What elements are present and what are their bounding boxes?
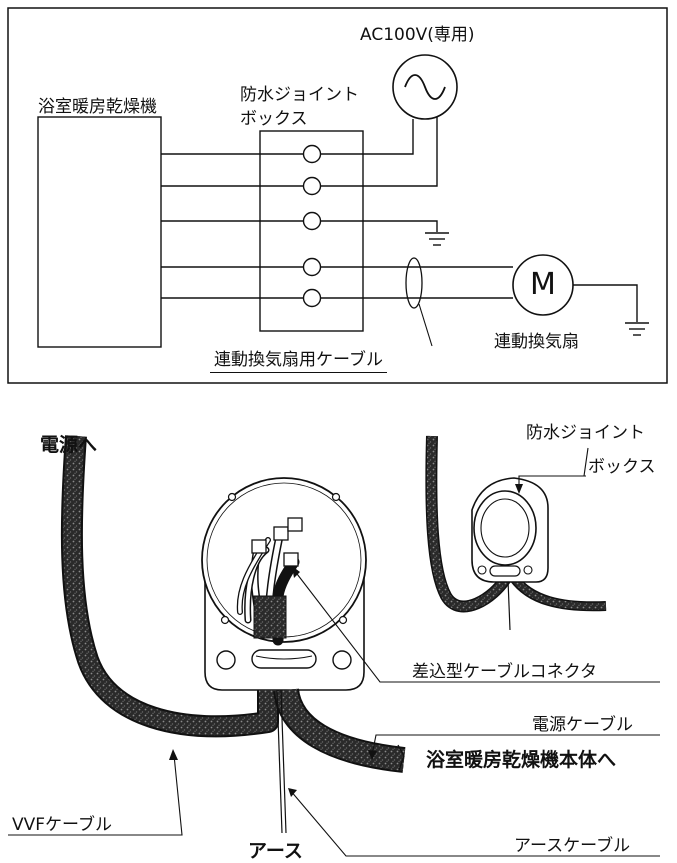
vvf-cable-label: VVFケーブル	[12, 815, 113, 835]
diagram-frame	[7, 7, 668, 384]
fan-cable-label: 連動換気扇用ケーブル	[210, 345, 387, 373]
illustration-junction-label-line1: 防水ジョイント	[526, 423, 645, 443]
small-junction-box	[471, 477, 549, 583]
fan-motor-symbol: M	[530, 267, 556, 302]
ac-source-label: AC100V(専用)	[360, 25, 475, 45]
ac-sine-icon	[404, 74, 446, 100]
earth-wire	[276, 689, 287, 834]
junction-box	[259, 130, 364, 332]
heater-unit-box	[37, 116, 162, 348]
earth-label: アース	[248, 840, 303, 862]
to-power-label: 電源へ	[40, 434, 98, 456]
fan-cable-bundle-marker	[405, 257, 423, 309]
earth-cable-label: アースケーブル	[514, 836, 631, 856]
cable-connectors	[251, 517, 303, 567]
junction-box-label-line1: 防水ジョイント	[240, 85, 359, 105]
illustration-junction-label-line2: ボックス	[588, 457, 656, 477]
wires-box-to-devices	[321, 112, 513, 299]
fan-label: 連動換気扇	[494, 332, 579, 352]
heater-unit-label: 浴室暖房乾燥機	[38, 97, 157, 117]
ground-symbol-junction	[425, 232, 449, 246]
to-heater-body-label: 浴室暖房乾燥機本体へ	[426, 749, 617, 771]
leader-lines	[8, 447, 660, 857]
wires-heater-to-box	[161, 153, 303, 299]
power-cable-label: 電源ケーブル	[532, 715, 633, 735]
junction-box-label-line2: ボックス	[240, 109, 308, 129]
terminal-circles	[302, 144, 322, 308]
connector-label: 差込型ケーブルコネクタ	[412, 662, 597, 682]
ground-symbol-fan	[625, 322, 649, 336]
